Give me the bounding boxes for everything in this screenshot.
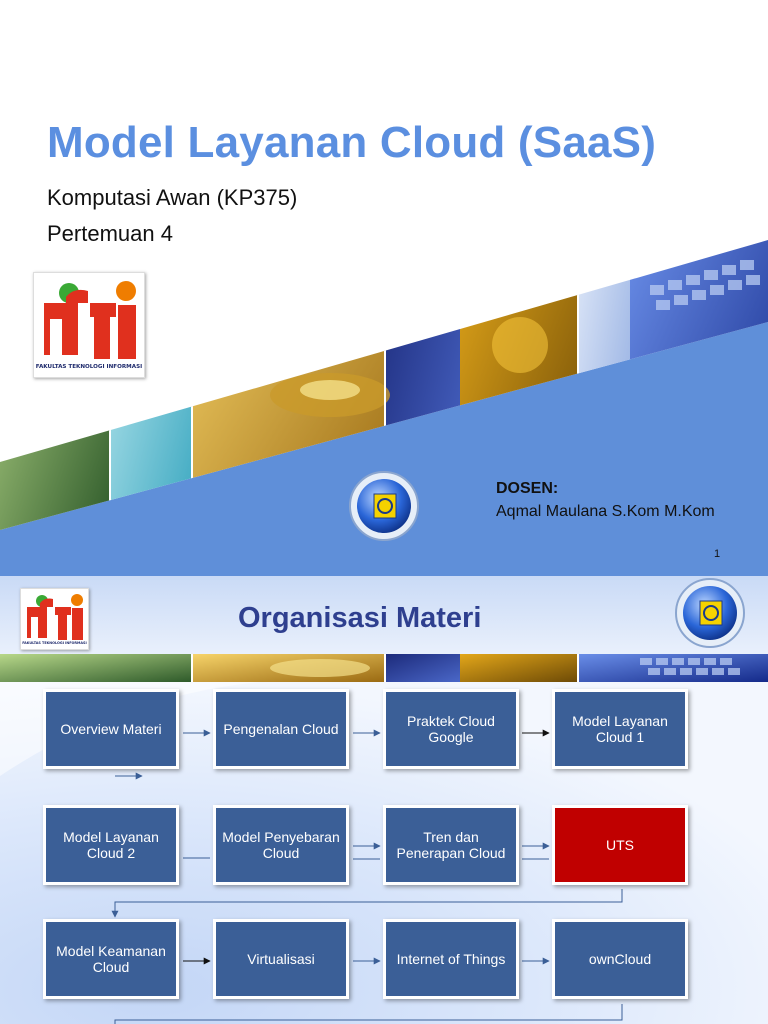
lecturer-label: DOSEN: <box>496 480 559 497</box>
logo-caption: FAKULTAS TEKNOLOGI INFORMASI <box>22 641 87 645</box>
university-emblem-icon <box>349 471 419 541</box>
course-subtitle: Komputasi Awan (KP375) <box>47 185 298 210</box>
flow-step-keamanan: Model Keamanan Cloud <box>43 919 179 999</box>
flow-step-iot: Internet of Things <box>383 919 519 999</box>
agenda-slide: FAKULTAS TEKNOLOGI INFORMASI Organisasi … <box>0 576 768 1024</box>
meeting-subtitle: Pertemuan 4 <box>47 221 173 246</box>
flow-arrow <box>111 889 623 918</box>
flow-step-penyebaran: Model Penyebaran Cloud <box>213 805 349 885</box>
flow-step-virtualisasi: Virtualisasi <box>213 919 349 999</box>
slide-background-graphic <box>0 240 768 576</box>
logo-caption: FAKULTAS TEKNOLOGI INFORMASI <box>35 364 143 370</box>
flow-step-owncloud: ownCloud <box>552 919 688 999</box>
flow-step-praktek: Praktek Cloud Google <box>383 689 519 769</box>
flow-arrow <box>114 1004 623 1024</box>
flow-step-pengenalan: Pengenalan Cloud <box>213 689 349 769</box>
fti-logo-icon <box>27 594 83 640</box>
flow-step-uts: UTS <box>552 805 688 885</box>
slide-title: Model Layanan Cloud (SaaS) <box>47 118 657 167</box>
agenda-title: Organisasi Materi <box>238 602 482 634</box>
title-slide: Model Layanan Cloud (SaaS) Komputasi Awa… <box>0 118 768 576</box>
fti-logo-icon <box>44 281 136 359</box>
flow-step-model-layanan-1: Model Layanan Cloud 1 <box>552 689 688 769</box>
flow-step-tren: Tren dan Penerapan Cloud <box>383 805 519 885</box>
university-emblem-icon <box>675 578 745 648</box>
faculty-logo: FAKULTAS TEKNOLOGI INFORMASI <box>33 272 145 378</box>
flow-step-model-layanan-2: Model Layanan Cloud 2 <box>43 805 179 885</box>
faculty-logo: FAKULTAS TEKNOLOGI INFORMASI <box>20 588 89 650</box>
page-number: 1 <box>714 548 721 560</box>
flow-step-overview: Overview Materi <box>43 689 179 769</box>
lecturer-name: Aqmal Maulana S.Kom M.Kom <box>496 503 715 520</box>
